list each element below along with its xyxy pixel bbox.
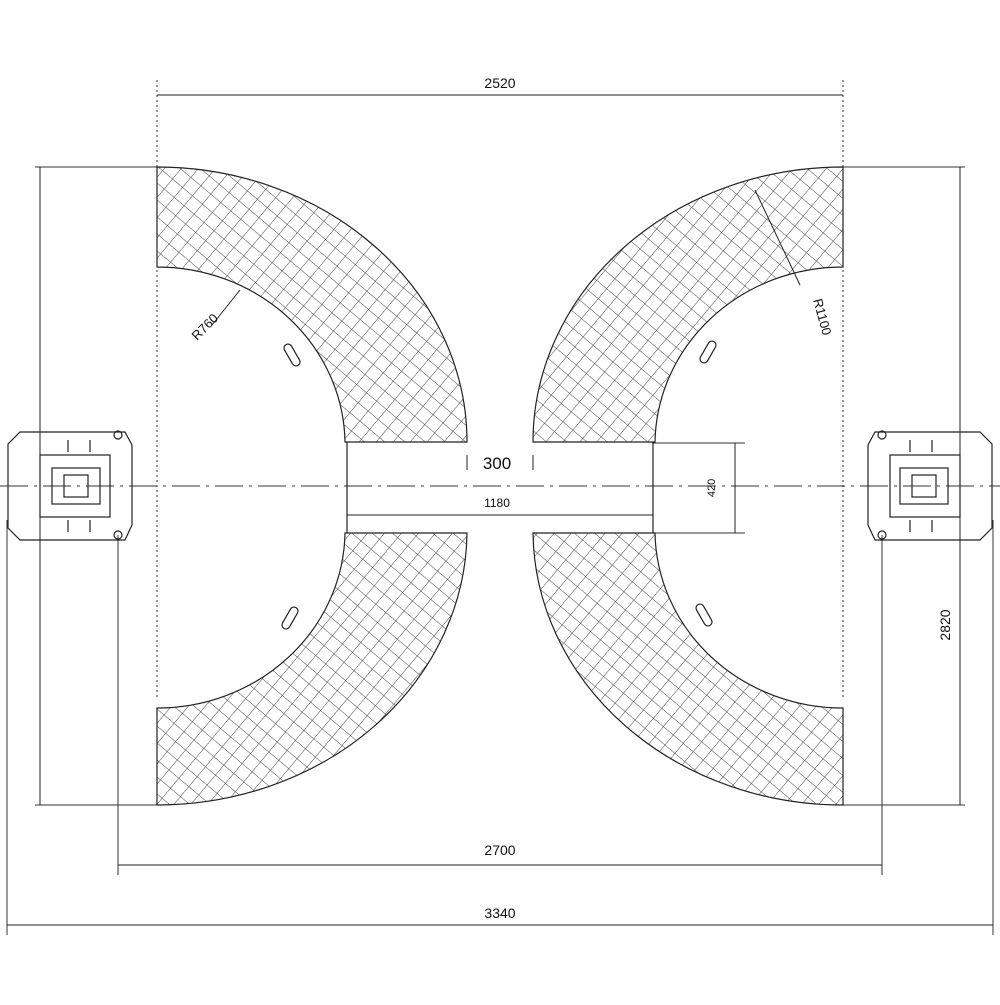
left-post-inner (63, 474, 89, 498)
dimension-lines (7, 94, 993, 926)
slot-bottom-right (695, 603, 713, 627)
dim-label-right-height: 2820 (937, 609, 953, 640)
dim-label-post-spacing: 2700 (484, 842, 515, 858)
slot-bottom-left (281, 606, 299, 630)
dim-label-center-width: 1180 (484, 496, 510, 510)
dim-label-outer-radius: R1100 (810, 297, 834, 337)
left-post-bolt-top (113, 430, 123, 440)
pad-bottom-left (156, 532, 468, 806)
slot-top-left (283, 343, 301, 367)
left-post-bolt-bottom (113, 530, 123, 540)
extension-lines (6, 80, 994, 935)
right-post-carriage (899, 467, 949, 505)
pad-top-right (532, 166, 844, 443)
slot-top-right (699, 340, 717, 364)
leader-r1100 (754, 189, 801, 286)
dim-label-inner-radius: R760 (189, 311, 222, 344)
right-post-bolt-top (877, 430, 887, 440)
dim-label-center-gap: 300 (483, 454, 511, 473)
left-post-base (7, 431, 133, 541)
pad-bottom-right (532, 532, 844, 806)
center-arm-outline (346, 442, 654, 533)
right-post-bolt-bottom (877, 530, 887, 540)
left-post-carriage (51, 467, 101, 505)
leader-r760 (211, 289, 241, 326)
dim-label-center-height: 420 (706, 479, 718, 497)
pad-top-left (156, 166, 468, 443)
dim-label-top-width: 2520 (484, 75, 515, 91)
lift-arm-pads (156, 166, 844, 806)
right-post-inner (911, 474, 937, 498)
right-post-base (867, 431, 993, 541)
slot-marks (281, 340, 717, 630)
dim-label-overall-width: 3340 (484, 905, 515, 921)
